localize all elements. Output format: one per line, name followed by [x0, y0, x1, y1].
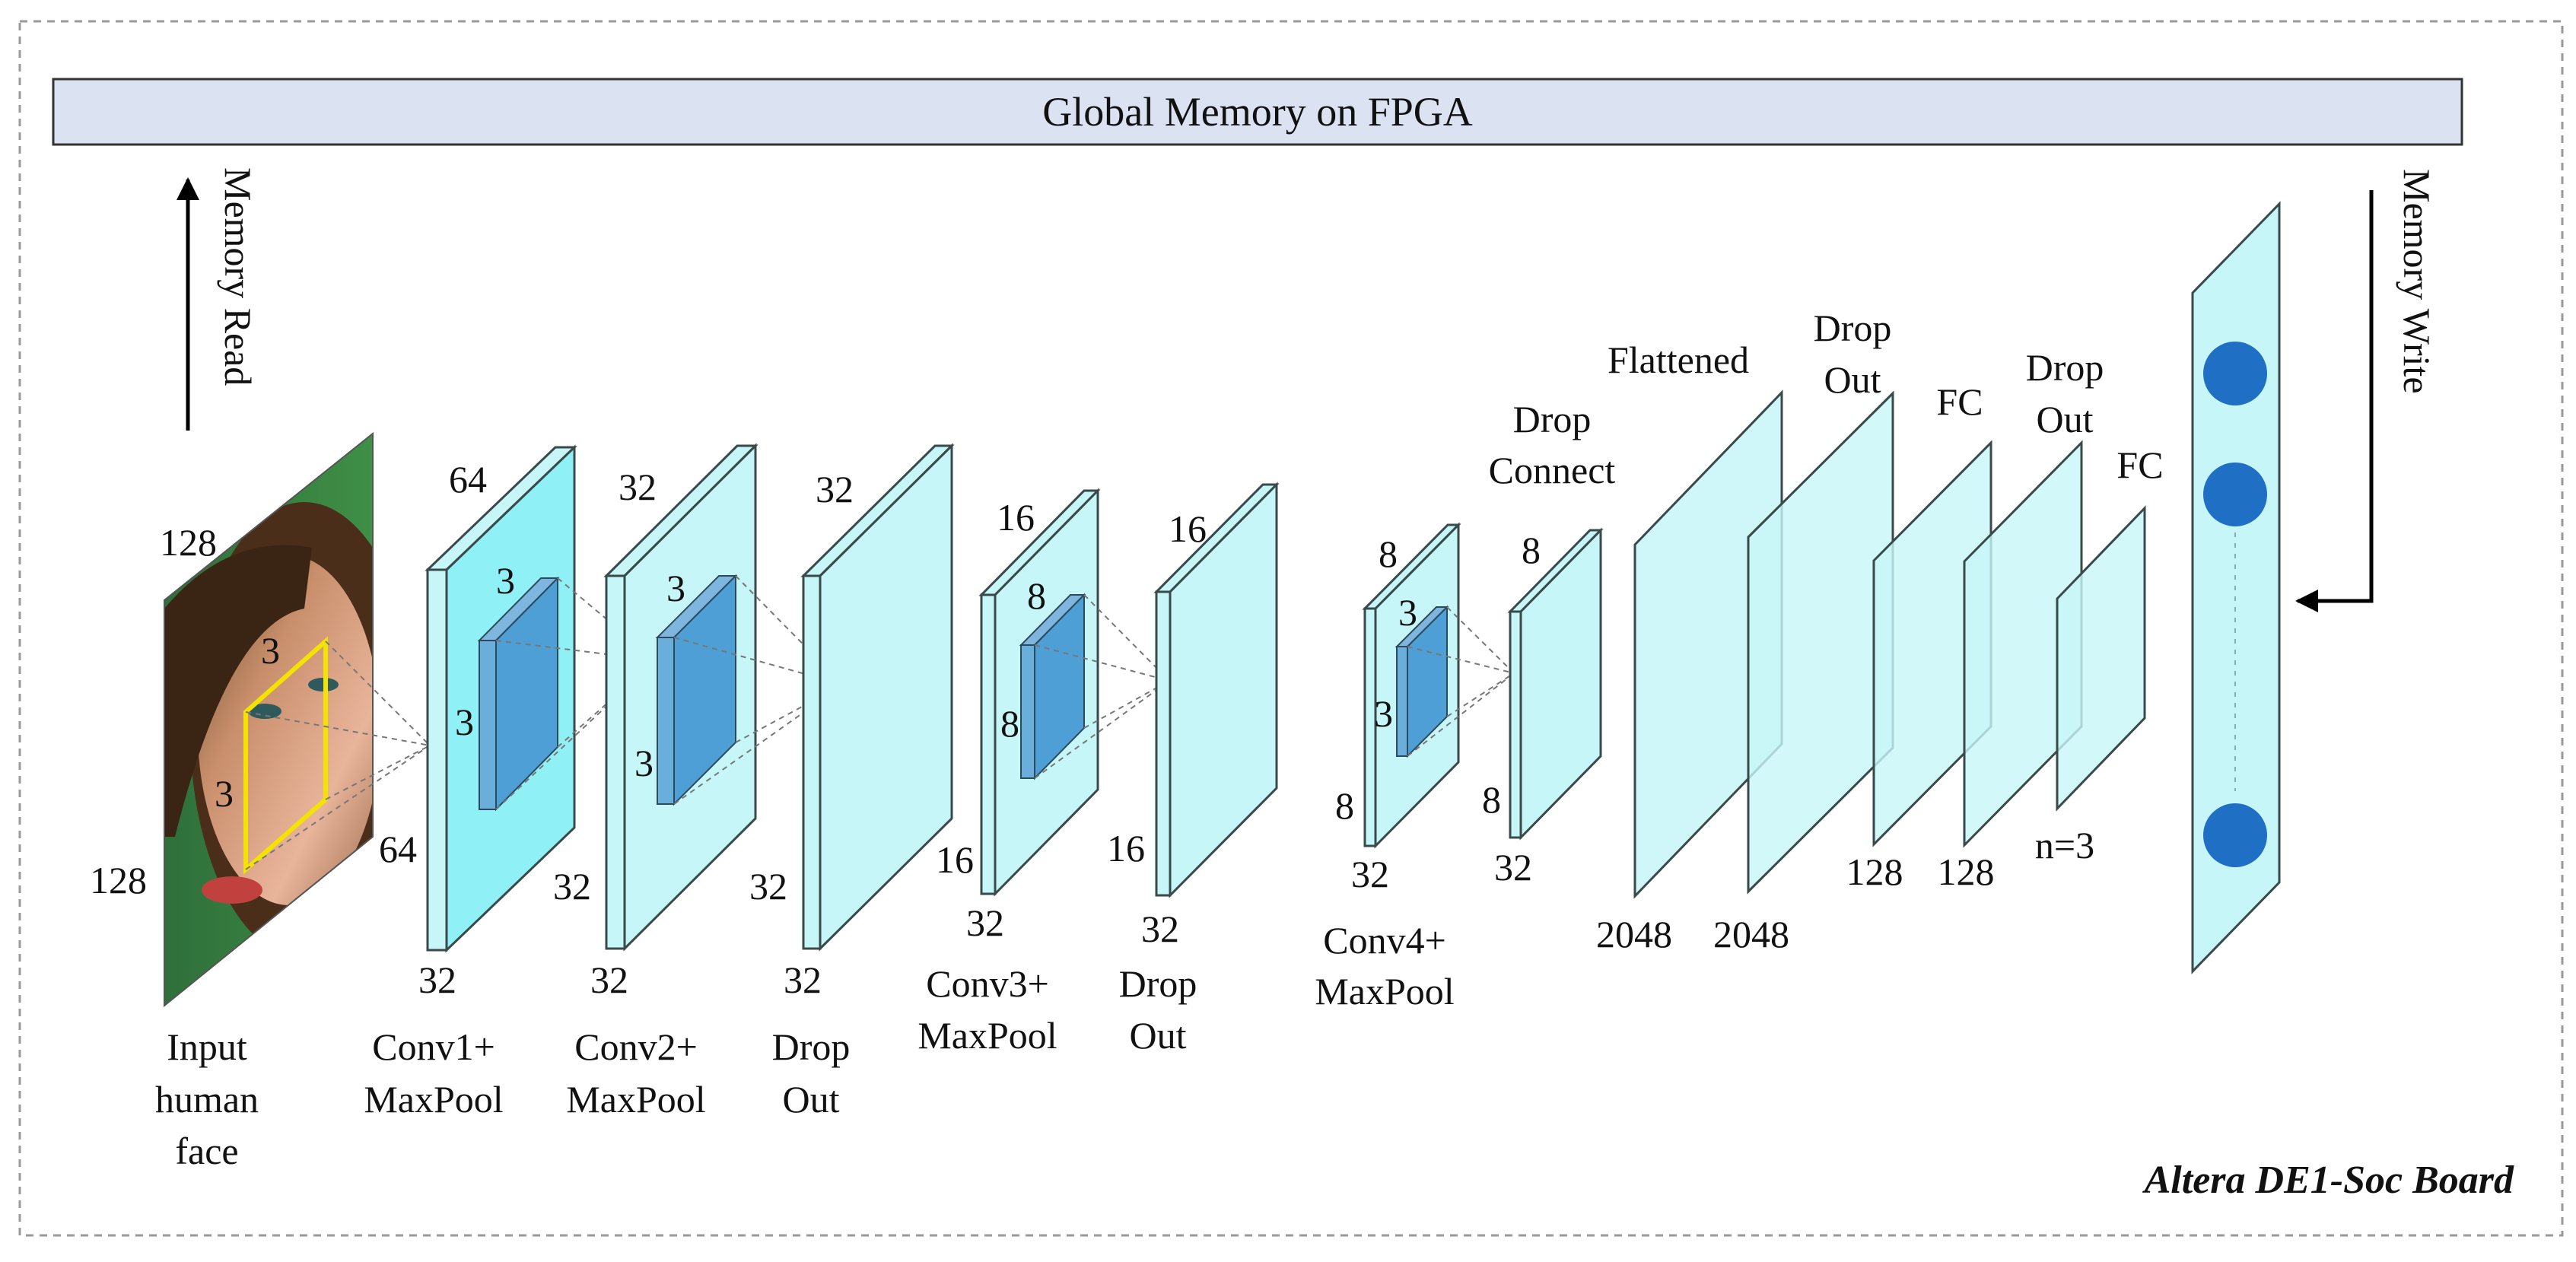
conv1-width: 32: [418, 958, 456, 1001]
input-label-line2: human: [155, 1078, 259, 1121]
conv3-kernel-w: 8: [1000, 702, 1019, 745]
drop2-depth: 16: [1169, 507, 1207, 550]
dropconnect-label-line1: Drop: [1513, 398, 1592, 440]
drop1-depth: 32: [816, 468, 854, 510]
input-label-line1: Input: [167, 1025, 247, 1068]
dropconnect-height: 8: [1482, 778, 1501, 821]
layer-fc2: [2056, 505, 2146, 812]
conv3-label-line1: Conv3+: [926, 962, 1049, 1005]
drop2-label: Drop Out: [1119, 962, 1197, 1057]
dropconnect-width: 32: [1494, 846, 1532, 888]
drop3-size: 2048: [1713, 913, 1789, 955]
board-frame: [18, 20, 2564, 1237]
board-label: Altera DE1-Soc Board: [2142, 1159, 2514, 1202]
drop2-label-line2: Out: [1130, 1014, 1187, 1057]
conv1-kernel-w: 3: [455, 701, 474, 743]
conv2-kernel-h: 3: [666, 567, 685, 609]
drop1-height: 32: [749, 865, 787, 908]
output-node-3: [2203, 803, 2267, 867]
layer-conv1: [425, 444, 577, 953]
connection-lines-input: [245, 641, 431, 870]
drop4-size: 128: [1938, 850, 1995, 893]
drop4-label: Drop Out: [2026, 346, 2104, 440]
conv1-depth: 64: [449, 458, 487, 501]
drop2-label-line1: Drop: [1119, 962, 1197, 1005]
conv2-label: Conv2+ MaxPool: [566, 1025, 705, 1121]
conv4-kernel-h: 3: [1398, 591, 1417, 634]
conv4-kernel: [1395, 605, 1449, 758]
fc2-size: n=3: [2035, 824, 2094, 866]
memory-write-label: Memory Write: [2396, 169, 2438, 394]
layer-drop1: [800, 443, 955, 952]
output-node-1: [2203, 342, 2267, 405]
drop2-height: 16: [1107, 827, 1145, 869]
conv2-kernel-w: 3: [634, 742, 654, 784]
conv3-label: Conv3+ MaxPool: [918, 962, 1057, 1057]
conv4-kernel-w: 3: [1374, 692, 1393, 735]
conv1-label: Conv1+ MaxPool: [364, 1025, 503, 1121]
conv1-label-line2: MaxPool: [364, 1078, 503, 1121]
drop4-label-line2: Out: [2037, 398, 2094, 440]
flattened-label: Flattened: [1608, 339, 1749, 381]
conv3-label-line2: MaxPool: [918, 1014, 1057, 1057]
fc1-size: 128: [1846, 850, 1903, 893]
drop1-label-line2: Out: [783, 1078, 840, 1121]
drop3-label: Drop Out: [1814, 307, 1892, 401]
conv1-height: 64: [379, 828, 417, 870]
memory-read-label: Memory Read: [217, 167, 259, 386]
conv4-depth: 8: [1379, 532, 1398, 575]
drop1-width: 32: [784, 958, 822, 1001]
input-dim-top: 128: [160, 521, 217, 564]
conv3-height: 16: [936, 838, 974, 881]
connection-lines-conv3: [1034, 594, 1170, 779]
conv2-label-line2: MaxPool: [566, 1078, 705, 1121]
banner-title: Global Memory on FPGA: [1042, 89, 1473, 135]
drop1-label-line1: Drop: [772, 1025, 851, 1068]
flattened-size: 2048: [1596, 913, 1672, 955]
dropconnect-label-line2: Connect: [1489, 449, 1616, 491]
conv1-label-line1: Conv1+: [372, 1025, 495, 1068]
conv2-height: 32: [553, 865, 591, 908]
fc2-label: FC: [2116, 443, 2163, 486]
conv3-depth: 16: [997, 496, 1035, 539]
fc1-label: FC: [1936, 380, 1983, 423]
conv4-height: 8: [1335, 784, 1354, 827]
conv4-label: Conv4+ MaxPool: [1315, 919, 1454, 1012]
layer-conv4: [1362, 522, 1461, 849]
conv4-width: 32: [1351, 853, 1389, 895]
connection-lines-conv4: [1407, 606, 1515, 757]
dropconnect-depth: 8: [1522, 529, 1541, 571]
conv3-kernel-h: 8: [1027, 574, 1046, 617]
output-node-2: [2203, 463, 2267, 526]
layer-conv2: [603, 443, 758, 952]
conv2-depth: 32: [619, 466, 657, 508]
global-memory-banner: Global Memory on FPGA: [52, 78, 2463, 146]
conv3-width: 32: [966, 901, 1004, 944]
drop3-label-line2: Out: [1824, 358, 1881, 401]
dropconnect-label: Drop Connect: [1489, 398, 1616, 491]
layer-dropconnect: [1507, 527, 1604, 841]
memory-read-arrow: Memory Read: [177, 167, 259, 431]
output-layer: [2191, 201, 2281, 974]
input-window-w: 3: [215, 772, 234, 815]
conv1-kernel-h: 3: [496, 559, 515, 602]
input-label-line3: face: [175, 1130, 238, 1172]
conv4-label-line2: MaxPool: [1315, 970, 1454, 1012]
memory-write-arrow: Memory Write: [2295, 169, 2438, 612]
input-label: Input human face: [155, 1025, 259, 1172]
conv2-width: 32: [590, 958, 628, 1001]
drop3-label-line1: Drop: [1814, 307, 1892, 349]
conv2-label-line1: Conv2+: [574, 1025, 698, 1068]
layer-conv3: [978, 488, 1101, 897]
drop4-label-line1: Drop: [2026, 346, 2104, 389]
drop1-label: Drop Out: [772, 1025, 851, 1121]
layer-drop2: [1153, 482, 1280, 898]
input-face-image: [164, 431, 374, 1008]
conv4-label-line1: Conv4+: [1323, 919, 1446, 962]
drop2-width: 32: [1141, 908, 1179, 950]
input-dim-left: 128: [90, 859, 147, 901]
conv2-kernel: [655, 574, 738, 806]
input-window-h: 3: [261, 629, 280, 672]
